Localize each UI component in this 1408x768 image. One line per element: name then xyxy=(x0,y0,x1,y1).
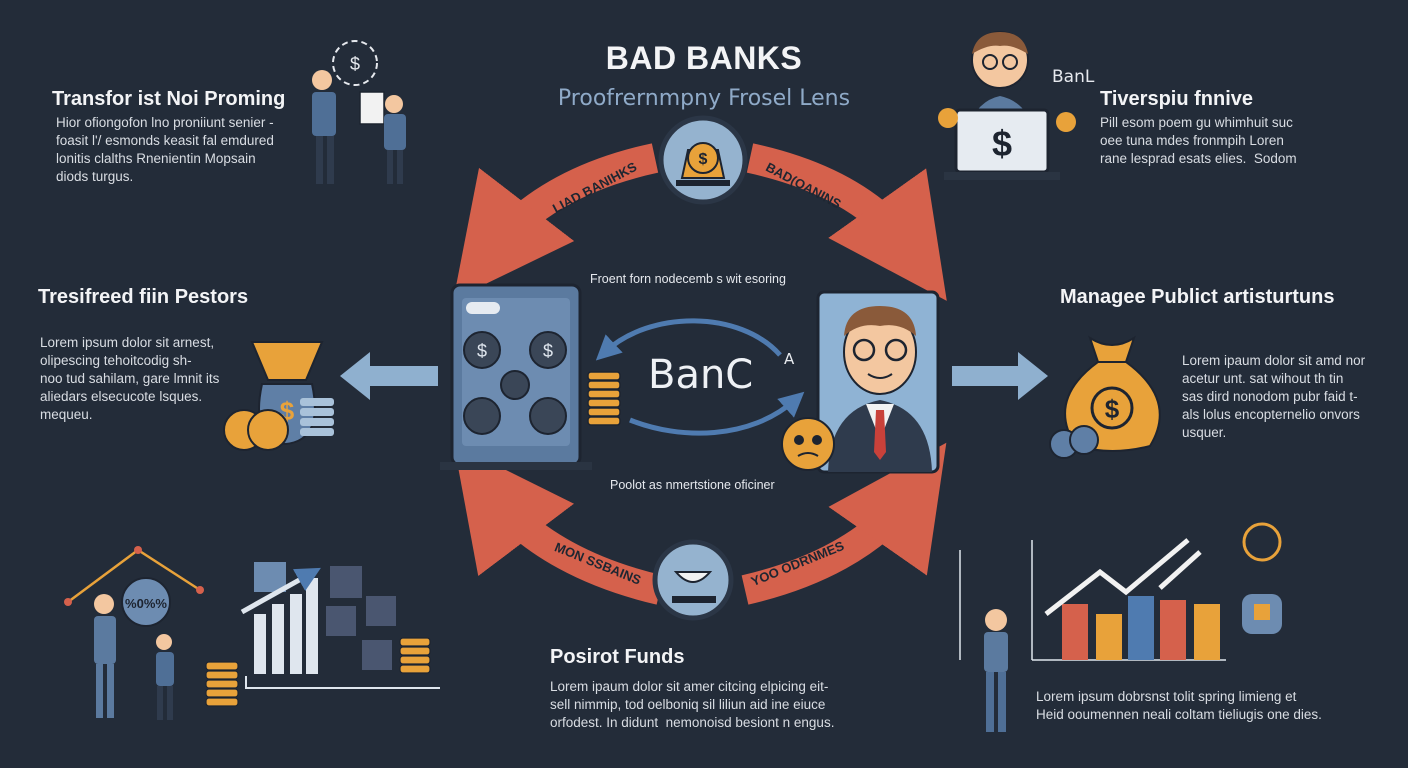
svg-text:$: $ xyxy=(477,341,487,361)
svg-text:$: $ xyxy=(699,151,708,168)
growth-chart-bottom-right xyxy=(959,522,1282,732)
svg-text:$: $ xyxy=(543,341,553,361)
arrow-left-icon xyxy=(340,352,438,400)
svg-text:$: $ xyxy=(350,54,360,74)
caption-top: Froent forn nodecemb s wit esoring xyxy=(590,272,786,286)
svg-text:$: $ xyxy=(992,123,1012,164)
page-subtitle: Proofrernmpny Frosel Lens xyxy=(557,86,851,111)
red-arrow-top-right xyxy=(746,143,947,301)
red-arrow-bottom-left xyxy=(453,444,664,605)
top-right-body: Pill esom poem gu whimhuit suc oee tuna … xyxy=(1100,115,1297,166)
tablet-left: $ $ xyxy=(440,283,592,470)
blue-arrow-top xyxy=(595,318,782,361)
bank-label-right: A xyxy=(784,350,795,368)
bottom-right-body: Lorem ipsum dobrsnst tolit spring limien… xyxy=(1036,689,1322,722)
top-left-heading: Transfor ist Noi Proming xyxy=(52,88,286,110)
money-bag-left: $ xyxy=(223,341,334,451)
bowl-circle-bottom xyxy=(652,539,734,621)
middle-left-heading: Tresifreed fiin Pestors xyxy=(38,286,249,308)
money-bag-right: $ xyxy=(1049,335,1161,459)
page-title: BAD BANKS xyxy=(605,40,803,76)
top-right-heading: Tiverspiu fnnive xyxy=(1100,88,1254,110)
cycle-arrows xyxy=(453,143,947,605)
red-arrow-bottom-right xyxy=(741,442,947,605)
bottom-center-heading: Posirot Funds xyxy=(550,646,685,668)
percent-label: %0%% xyxy=(125,596,167,611)
top-left-body: Hior ofiongofon lno proniiunt senier - f… xyxy=(56,115,274,184)
middle-right-body: Lorem ipaum dolor sit amd nor acetur unt… xyxy=(1182,353,1366,440)
coin-stack-center xyxy=(587,371,621,426)
money-bag-circle-top: $ xyxy=(658,115,748,205)
worried-face xyxy=(781,417,835,471)
laptop-tag: BanL xyxy=(1052,67,1095,87)
people-top-left: $ xyxy=(312,40,406,184)
blue-arrow-bottom xyxy=(629,391,805,436)
growth-chart-bottom-left: %0%% xyxy=(64,546,440,720)
middle-right-heading: Managee Publict artisturtuns xyxy=(1060,286,1335,308)
businessman-screen xyxy=(816,290,940,474)
svg-text:$: $ xyxy=(1105,394,1120,424)
arrow-right-icon xyxy=(952,352,1048,400)
caption-bottom: Poolot as nmertstione oficiner xyxy=(610,478,775,492)
bank-label: BanC xyxy=(648,352,754,398)
bottom-center-body: Lorem ipaum dolor sit amer citcing elpic… xyxy=(550,679,835,730)
person-laptop-top-right: $ BanL xyxy=(938,31,1095,180)
middle-left-body: Lorem ipsum dolor sit arnest, olipescing… xyxy=(40,335,220,422)
red-arrow-top-left xyxy=(453,143,659,300)
